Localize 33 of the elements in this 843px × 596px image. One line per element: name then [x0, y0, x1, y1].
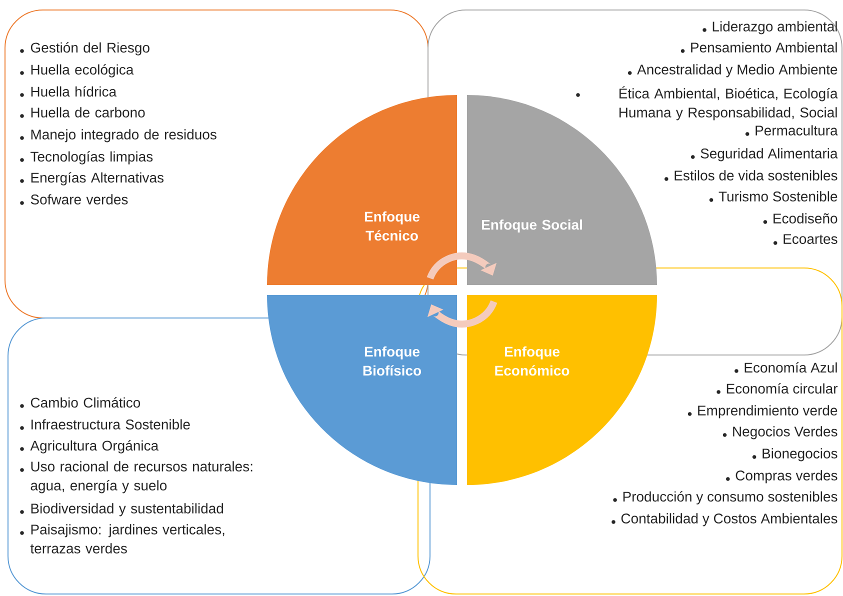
- list-item: Turismo Sostenible: [718, 191, 838, 202]
- list-item: Economía Azul: [744, 362, 837, 373]
- list-item: Estilos de vida sostenibles: [674, 170, 838, 180]
- list-item: Tecnologías limpias: [30, 151, 153, 164]
- list-item: Energías Alternativas: [31, 172, 164, 186]
- list-item: Ecoartes: [784, 234, 838, 244]
- list-item: Bionegocios: [762, 448, 838, 462]
- list-item: Permacultura: [756, 125, 838, 136]
- list-item: Contabilidad y Costos Ambientales: [621, 513, 838, 526]
- list-item: Negocios Verdes: [733, 426, 838, 440]
- list-item: Ecodiseño: [774, 213, 838, 224]
- list-item: Economía circular: [726, 383, 838, 394]
- list-item: Infraestructura Sostenible: [32, 419, 190, 430]
- list-item: Biodiversidad y sustentabilidad: [31, 503, 224, 516]
- list-item: Cambio Climático: [30, 397, 140, 408]
- list-item: Manejo integrado de residuos: [31, 129, 216, 142]
- quadrant: Enfoque Técnico: [267, 95, 457, 285]
- list-item: Uso racional de recursos naturales: agua, energía y suelo: [30, 461, 252, 494]
- list-item: Ancestralidad y Medio Ambiente: [637, 64, 838, 78]
- list-item: Huella hídrica: [31, 86, 117, 97]
- list-item: Emprendimiento verde: [698, 405, 838, 418]
- list-item: Liderazgo ambiental: [712, 21, 837, 34]
- list-item: Huella ecológica: [31, 64, 134, 78]
- list-item: Agricultura Orgánica: [30, 440, 159, 454]
- list-item: Compras verdes: [736, 470, 838, 484]
- list-item: Paisajismo: jardines verticales, terrazas verdes: [30, 524, 224, 554]
- list-item: Producción y consumo sostenibles: [623, 491, 838, 504]
- list-item: Seguridad Alimentaria: [700, 148, 838, 162]
- list-item: Pensamiento Ambiental: [691, 42, 837, 52]
- list-item: Sofware verdes: [30, 194, 128, 204]
- list-item: Gestión del Riesgo: [30, 42, 150, 56]
- list-item: Huella de carbono: [31, 107, 145, 118]
- quadrant: Enfoque Biofísico: [267, 294, 457, 485]
